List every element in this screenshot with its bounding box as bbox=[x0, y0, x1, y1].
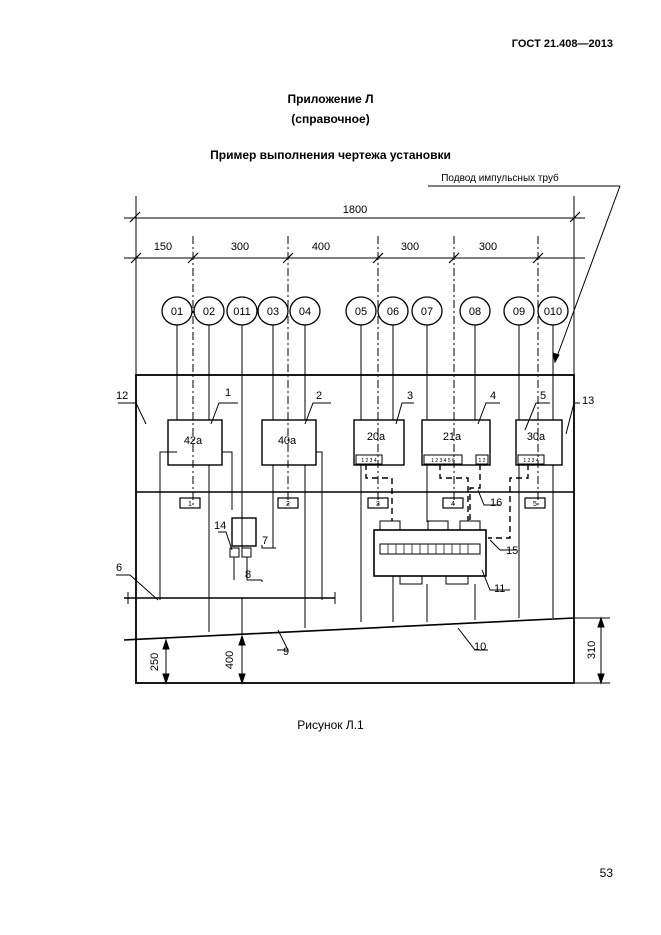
plate-label: 1 bbox=[188, 501, 192, 508]
callout-number: 13 bbox=[582, 395, 594, 407]
plate-label: 5 bbox=[533, 501, 537, 508]
callout-number: 16 bbox=[490, 497, 502, 509]
device-label: 20а bbox=[367, 431, 386, 443]
plate-label: 3 bbox=[376, 501, 380, 508]
device-label: 30а bbox=[527, 431, 546, 443]
callout-number: 11 bbox=[494, 583, 505, 595]
height-dim-250: 250 bbox=[149, 653, 161, 671]
callout-number: 7 bbox=[262, 535, 268, 547]
callout-number: 2 bbox=[316, 390, 322, 402]
callout-number: 1 bbox=[225, 387, 231, 399]
spacing-dim-5: 300 bbox=[479, 241, 497, 253]
callout-number: 10 bbox=[474, 641, 486, 653]
callout-impulse-tubes: Подвод импульсных труб bbox=[441, 172, 559, 184]
callout-number: 8 bbox=[245, 569, 251, 581]
callout-number: 14 bbox=[214, 520, 226, 532]
spacing-dim-3: 400 bbox=[312, 241, 330, 253]
circle-label: 02 bbox=[203, 306, 215, 318]
circle-label: 010 bbox=[544, 306, 562, 318]
spacing-dim-4: 300 bbox=[401, 241, 419, 253]
circle-label: 04 bbox=[299, 306, 311, 318]
callout-number: 6 bbox=[116, 562, 122, 574]
spacing-dim-2: 300 bbox=[231, 241, 249, 253]
page-number: 53 bbox=[599, 866, 613, 880]
terminal-row: 1 2 bbox=[479, 458, 486, 464]
callout-number: 5 bbox=[540, 390, 546, 402]
spacing-dim-1: 150 bbox=[154, 241, 172, 253]
callout-number: 3 bbox=[407, 390, 413, 402]
circle-label: 07 bbox=[421, 306, 433, 318]
standard-number: ГОСТ 21.408—2013 bbox=[511, 38, 613, 50]
callout-number: 12 bbox=[116, 390, 128, 402]
overall-dimension: 1800 bbox=[343, 204, 367, 216]
callout-number: 4 bbox=[490, 390, 496, 402]
terminal-row: 1 2 3 4 bbox=[523, 458, 539, 464]
plate-label: 4 bbox=[451, 501, 455, 508]
terminal-row: 1 2 3 4 5 6 bbox=[431, 458, 455, 464]
appendix-kind: (справочное) bbox=[291, 112, 370, 126]
circle-label: 01 bbox=[171, 306, 183, 318]
callout-number: 9 bbox=[283, 646, 289, 658]
device-label: 42а bbox=[184, 435, 203, 447]
height-dim-400: 400 bbox=[224, 651, 236, 669]
device-label: 40а bbox=[278, 435, 297, 447]
plate-label: 2 bbox=[286, 501, 290, 508]
circle-label: 09 bbox=[513, 306, 525, 318]
circle-label: 03 bbox=[267, 306, 279, 318]
height-dim-310: 310 bbox=[586, 641, 598, 659]
callout-number: 15 bbox=[506, 545, 518, 557]
appendix-heading: Пример выполнения чертежа установки bbox=[210, 148, 451, 162]
circle-label: 011 bbox=[233, 306, 251, 318]
terminal-row: 1 2 3 4 bbox=[361, 458, 377, 464]
device-label: 21а bbox=[443, 431, 462, 443]
figure-caption: Рисунок Л.1 bbox=[297, 718, 364, 732]
circle-label: 08 bbox=[469, 306, 481, 318]
circle-label: 06 bbox=[387, 306, 399, 318]
appendix-title: Приложение Л bbox=[287, 92, 374, 106]
circle-label: 05 bbox=[355, 306, 367, 318]
